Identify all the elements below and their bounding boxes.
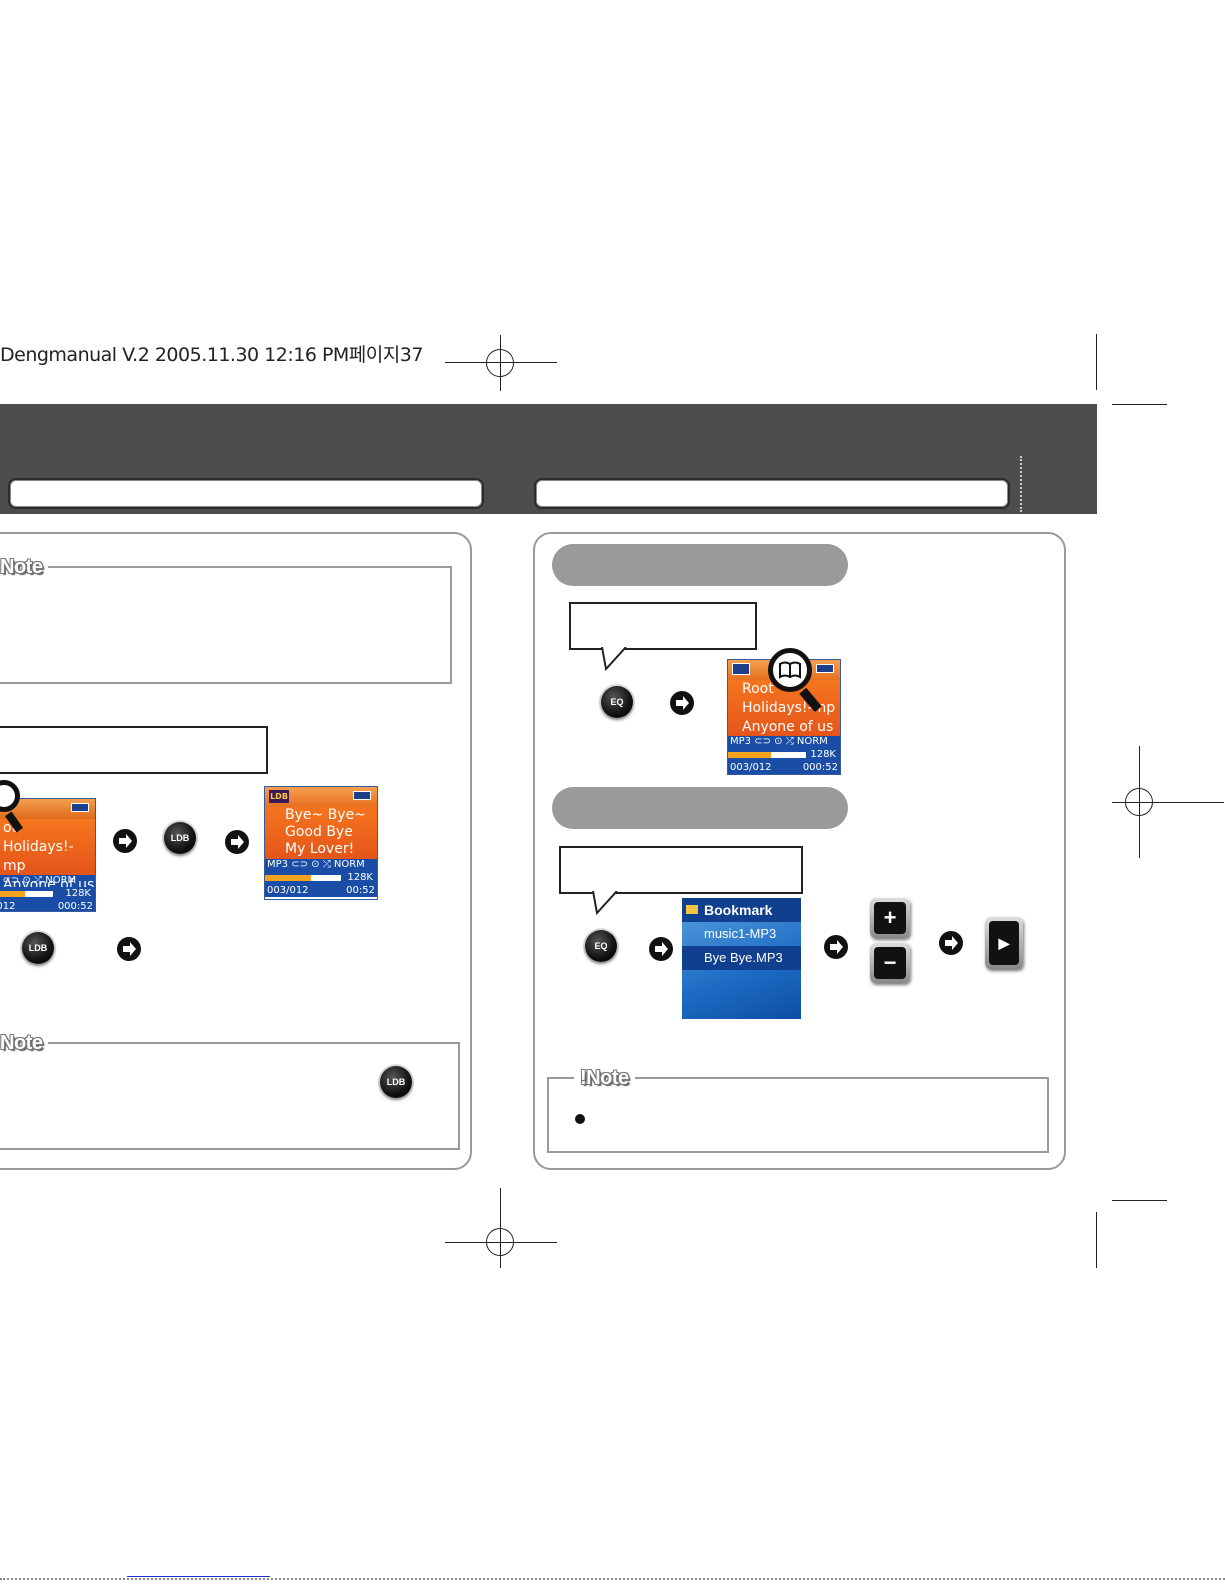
lcd-counter: /012: [0, 901, 16, 912]
bookmark-screen: Bookmark music1-MP3 Bye Bye.MP3: [682, 898, 801, 1019]
right-section-tab: [534, 478, 1010, 509]
lcd-bitrate: 128K: [65, 888, 91, 899]
play-mode-icon: [732, 663, 750, 675]
registration-mark: [486, 349, 514, 377]
play-label: ▶: [989, 921, 1019, 965]
bottom-dotted-rule: [0, 1578, 1225, 1580]
note-label: Note: [0, 556, 49, 579]
crop-mark: [1096, 334, 1097, 390]
lcd-line: Holidays!-mp: [3, 839, 74, 874]
lyric-line: My Lover!: [285, 841, 355, 857]
lcd-status-row: 3 ⊂⊃ ⊙ ⤮ NORM: [0, 875, 95, 887]
play-button[interactable]: ▶: [985, 917, 1023, 969]
arrow-right-icon: [113, 829, 137, 853]
lcd-line: Anyone of us: [742, 719, 834, 735]
plus-button[interactable]: +: [870, 898, 910, 938]
lcd-screen-lyrics: LDB Bye~ Bye~ Good Bye My Lover! MP3 ⊂⊃ …: [264, 786, 378, 900]
magnifier-icon: [768, 648, 812, 692]
minus-button[interactable]: −: [870, 943, 910, 983]
lcd-topbar: [0, 799, 95, 819]
lcd-time: 000:52: [802, 762, 838, 773]
note-box-top: [0, 566, 452, 684]
lyric-line: Bye~ Bye~: [285, 807, 366, 823]
crop-mark: [1096, 1212, 1097, 1268]
ldb-button[interactable]: LDB: [164, 822, 196, 854]
eq-button[interactable]: EQ: [585, 930, 617, 962]
book-icon: [779, 661, 801, 679]
callout-box: [0, 726, 268, 774]
arrow-right-icon: [117, 937, 141, 961]
crop-mark: [1112, 1200, 1167, 1201]
bookmark-item[interactable]: music1-MP3: [704, 926, 777, 941]
callout-box: [569, 602, 757, 650]
magnifier-icon: [0, 780, 20, 812]
folder-icon: [686, 905, 698, 914]
lcd-time: 00:52: [346, 885, 375, 896]
callout-tail: [601, 647, 627, 671]
registration-mark: [486, 1228, 514, 1256]
ldb-button[interactable]: LDB: [380, 1066, 412, 1098]
lcd-bitrate: 128K: [347, 872, 373, 883]
lcd-time: 000:52: [57, 901, 93, 912]
lcd-counter: 003/012: [267, 885, 309, 896]
note-box-bottom: [0, 1042, 460, 1150]
print-slug: Dengmanual V.2 2005.11.30 12:16 PM페이지37: [0, 344, 423, 366]
note-label: !Note: [574, 1067, 635, 1090]
bookmark-title: Bookmark: [704, 902, 773, 918]
note-label: Note: [0, 1032, 49, 1055]
battery-icon: [71, 803, 89, 812]
eq-button[interactable]: EQ: [601, 686, 633, 718]
battery-icon: [816, 664, 834, 673]
lcd-line: Root: [742, 681, 774, 697]
plus-label: +: [874, 902, 906, 934]
bookmark-item-selected[interactable]: Bye Bye.MP3: [682, 946, 801, 970]
arrow-right-icon: [649, 937, 673, 961]
progress-fill: [0, 891, 26, 897]
bullet-icon: [575, 1114, 585, 1124]
bottom-link-rule: [127, 1576, 270, 1577]
bookmark-header: Bookmark: [682, 898, 801, 922]
section-pill-1: [552, 544, 848, 586]
lcd-status-row: MP3 ⊂⊃ ⊙ ⤮ NORM: [728, 736, 840, 748]
registration-mark: [1125, 788, 1153, 816]
lyric-line: Good Bye: [285, 824, 353, 840]
battery-icon: [353, 791, 371, 800]
minus-label: −: [874, 947, 906, 979]
note-box-right: [547, 1077, 1049, 1153]
divider-dots: [1020, 456, 1022, 512]
ldb-badge: LDB: [269, 790, 289, 803]
section-pill-2: [552, 787, 848, 829]
lcd-screen-playing: Root Holidays!-mp Anyone of us MP3 ⊂⊃ ⊙ …: [727, 659, 841, 775]
progress-fill: [728, 752, 771, 758]
crop-mark: [1112, 404, 1167, 405]
arrow-right-icon: [670, 691, 694, 715]
lcd-line: Holidays!-mp: [742, 700, 836, 716]
left-section-tab: [8, 478, 484, 509]
callout-tail: [592, 891, 618, 915]
crop-mark: [1112, 802, 1224, 803]
ldb-button[interactable]: LDB: [22, 932, 54, 964]
lcd-counter: 003/012: [730, 762, 772, 773]
callout-box: [559, 846, 803, 894]
arrow-right-icon: [939, 931, 963, 955]
lcd-bitrate: 128K: [810, 749, 836, 760]
lcd-status-row: MP3 ⊂⊃ ⊙ ⤮ NORM: [265, 859, 377, 871]
progress-fill: [265, 875, 311, 881]
arrow-right-icon: [824, 935, 848, 959]
arrow-right-icon: [225, 830, 249, 854]
